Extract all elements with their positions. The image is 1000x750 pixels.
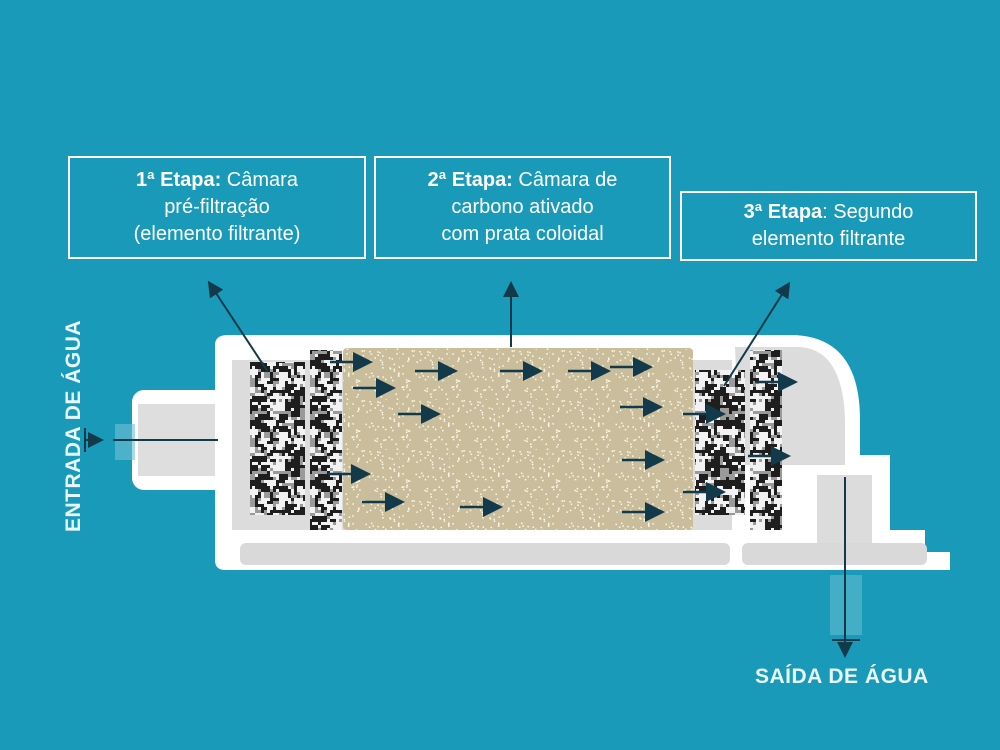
stage-2-line: carbono ativado [451, 196, 594, 218]
stage-3-line: : Segundo [822, 201, 914, 223]
inlet-arrow [84, 428, 218, 452]
stage-1-line: Câmara [221, 169, 298, 191]
pre-filter-element-2 [310, 350, 342, 530]
inlet-label: ENTRADA DE ÁGUA [62, 319, 85, 532]
stage-1-callout: 1ª Etapa: Câmara pré-filtração (elemento… [68, 156, 366, 259]
outlet-label: SAÍDA DE ÁGUA [755, 665, 929, 688]
stage-2-step: 2ª Etapa: [427, 169, 513, 191]
stage-1-line: pré-filtração [164, 196, 270, 218]
stage-2-line: Câmara de [512, 169, 618, 191]
stage-2-line: com prata coloidal [441, 223, 604, 245]
outlet-arrow [832, 477, 860, 658]
stage-3-callout: 3ª Etapa: Segundo elemento filtrante [680, 191, 977, 261]
second-filter-element-2 [750, 350, 782, 530]
stage-3-step: 3ª Etapa [743, 201, 823, 223]
pre-filter-element [250, 362, 305, 515]
stage-1-step: 1ª Etapa: [136, 169, 222, 191]
stage-1-line: (elemento filtrante) [133, 223, 301, 245]
leader-lines [207, 280, 791, 387]
carbon-chamber [343, 348, 693, 530]
stage-2-callout: 2ª Etapa: Câmara de carbono ativado com … [374, 156, 671, 259]
stage-3-line: elemento filtrante [751, 228, 906, 250]
